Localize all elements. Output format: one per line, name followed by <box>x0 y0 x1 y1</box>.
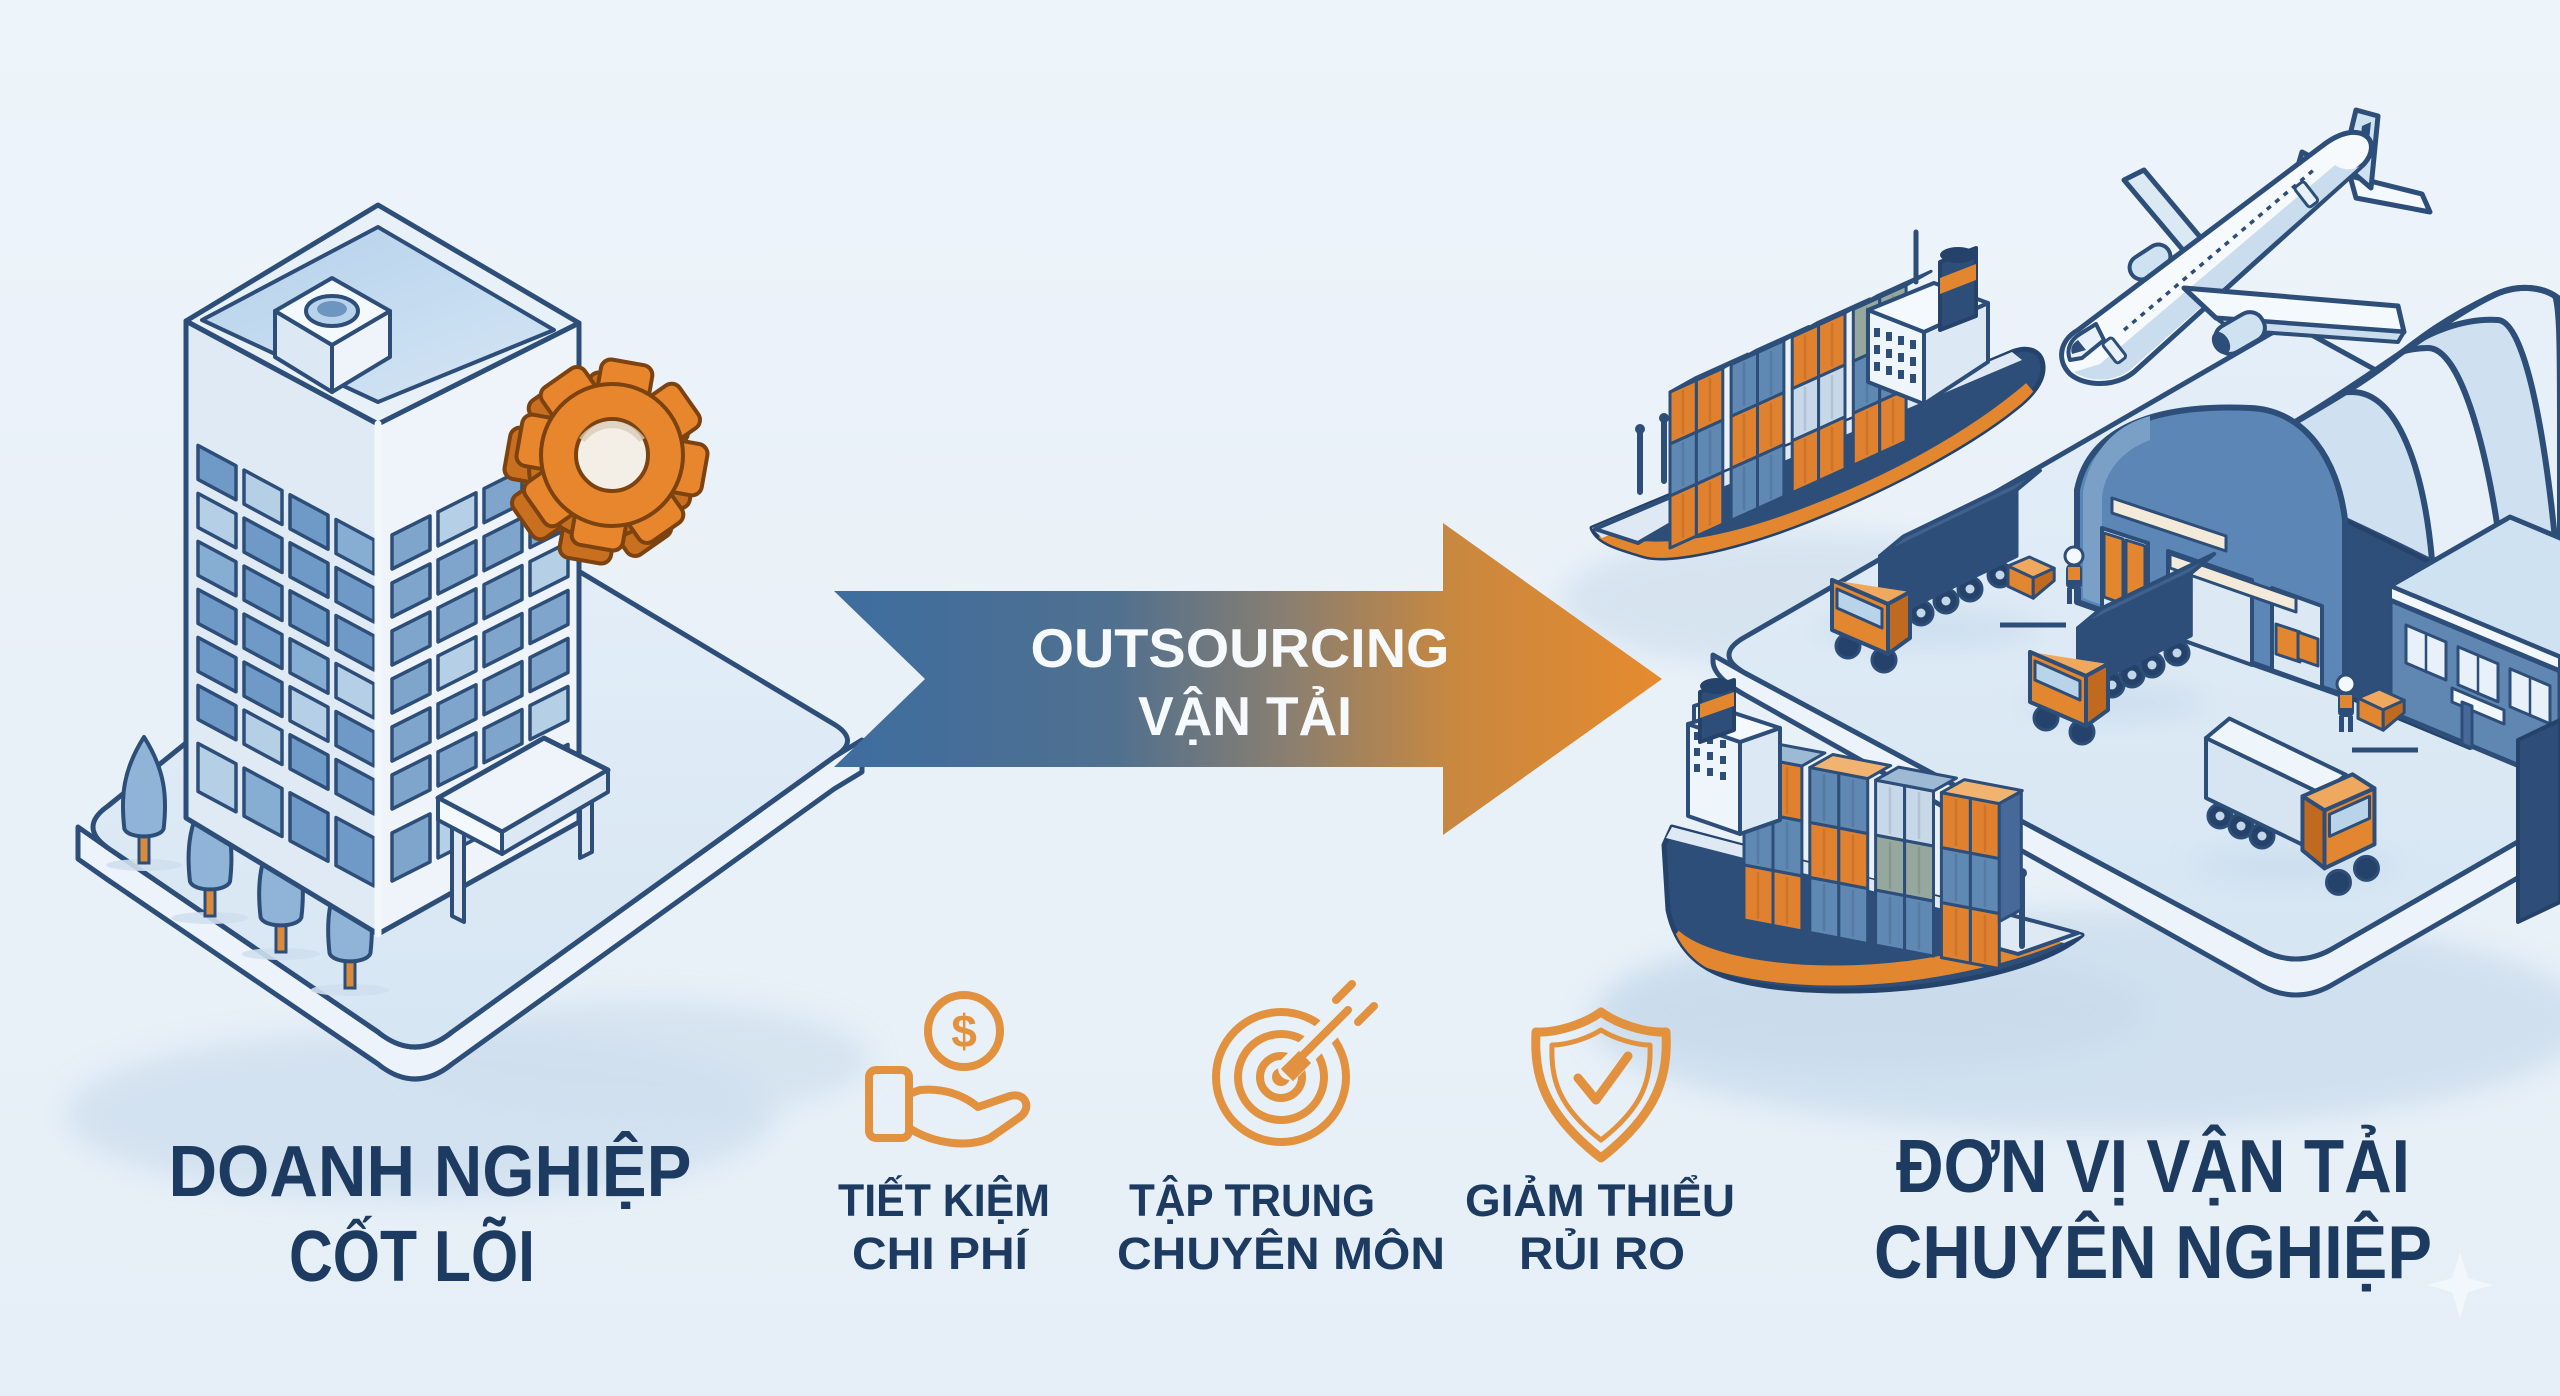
svg-text:CHUYÊN NGHIỆP: CHUYÊN NGHIỆP <box>1874 1210 2432 1294</box>
svg-text:OUTSOURCING: OUTSOURCING <box>1031 617 1450 679</box>
svg-text:TẬP TRUNG: TẬP TRUNG <box>1129 1175 1375 1226</box>
svg-text:RỦI RO: RỦI RO <box>1519 1228 1685 1279</box>
svg-text:TIẾT KIỆM: TIẾT KIỆM <box>838 1175 1050 1226</box>
svg-text:$: $ <box>951 1005 977 1057</box>
svg-text:DOANH NGHIỆP: DOANH NGHIỆP <box>169 1131 692 1212</box>
svg-text:CHI PHÍ: CHI PHÍ <box>852 1228 1030 1279</box>
svg-text:ĐƠN VỊ VẬN TẢI: ĐƠN VỊ VẬN TẢI <box>1896 1124 2410 1208</box>
svg-text:VẬN TẢI: VẬN TẢI <box>1138 685 1352 747</box>
svg-text:GIẢM THIỂU: GIẢM THIỂU <box>1465 1175 1735 1226</box>
svg-text:CỐT LÕI: CỐT LÕI <box>289 1215 535 1297</box>
svg-text:CHUYÊN MÔN: CHUYÊN MÔN <box>1117 1228 1445 1279</box>
